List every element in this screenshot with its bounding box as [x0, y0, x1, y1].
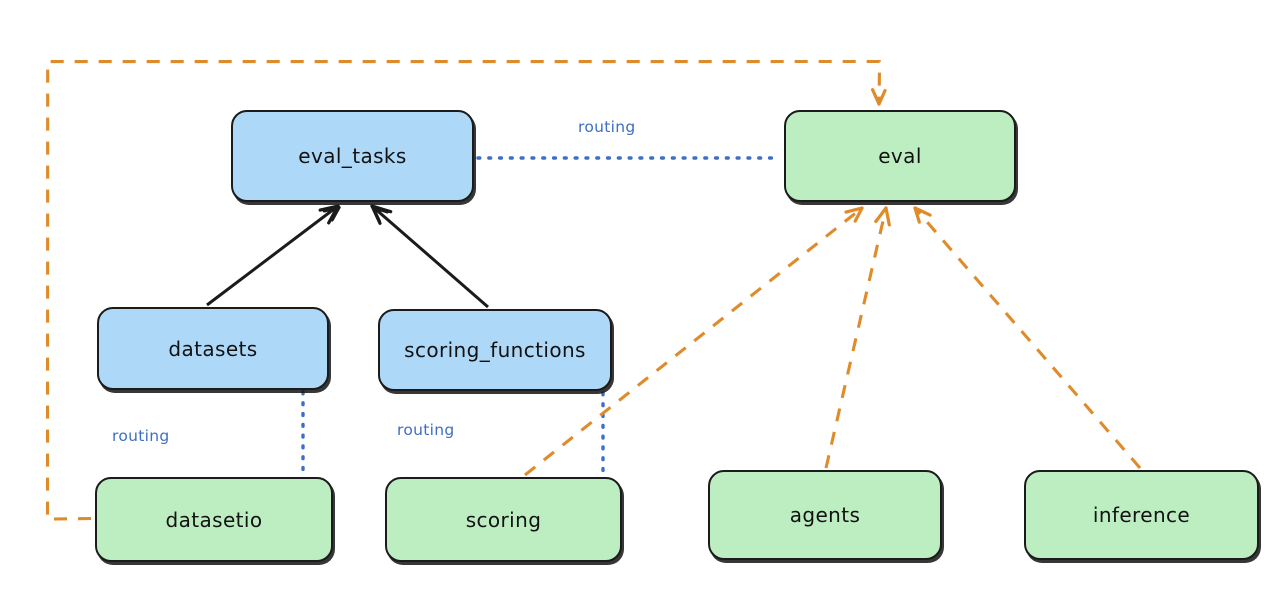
- edge-label-e-datasets-datasetio: routing: [112, 427, 170, 445]
- arrowhead-e-agents-eval: [874, 206, 888, 224]
- arrowhead-e-sf-evaltasks: [371, 205, 381, 223]
- arrowhead-e-inference-eval: [913, 206, 921, 224]
- node-label: datasets: [168, 336, 258, 361]
- node-inference[interactable]: inference: [1024, 470, 1259, 560]
- edge-label-e-sf-scoring: routing: [397, 421, 455, 439]
- arrowhead-e-datasets-evaltasks: [330, 205, 341, 222]
- edge-label-e-eval_tasks-eval: routing: [578, 118, 636, 136]
- arrowhead-e-datasets-evaltasks: [318, 204, 340, 212]
- node-label: scoring: [465, 507, 542, 532]
- node-label: agents: [789, 503, 861, 527]
- node-datasetio[interactable]: datasetio: [95, 477, 333, 562]
- node-label: scoring_functions: [404, 338, 586, 362]
- node-label: eval: [878, 144, 922, 168]
- arrowhead-e-scoring-eval: [853, 206, 864, 223]
- arrowhead-e-datasets-evaltasks: [322, 205, 341, 213]
- arrowhead-e-sf-evaltasks: [371, 205, 389, 214]
- edge-e-sf-evaltasks: [371, 204, 489, 309]
- node-datasets[interactable]: datasets: [97, 307, 329, 390]
- node-agents[interactable]: agents: [708, 470, 942, 560]
- node-scoring[interactable]: scoring: [385, 477, 622, 562]
- node-scoring_functions[interactable]: scoring_functions: [378, 309, 612, 391]
- arrowhead-e-scoring-eval: [844, 206, 864, 214]
- edge-e-datasets-evaltasks: [206, 204, 339, 307]
- edge-e-inference-eval: [913, 206, 1142, 470]
- arrowhead-e-agents-eval: [884, 206, 891, 227]
- node-eval_tasks[interactable]: eval_tasks: [231, 110, 474, 202]
- node-label: eval_tasks: [298, 144, 407, 168]
- arrowhead-e-datasetio-eval: [877, 89, 887, 106]
- arrowhead-e-datasetio-eval: [871, 88, 881, 106]
- node-eval[interactable]: eval: [784, 110, 1016, 202]
- edge-e-agents-eval: [824, 207, 888, 469]
- arrowhead-e-inference-eval: [913, 206, 932, 217]
- node-label: inference: [1092, 503, 1191, 527]
- node-label: datasetio: [165, 507, 263, 532]
- edge-e-datasetio-eval: [45, 59, 882, 521]
